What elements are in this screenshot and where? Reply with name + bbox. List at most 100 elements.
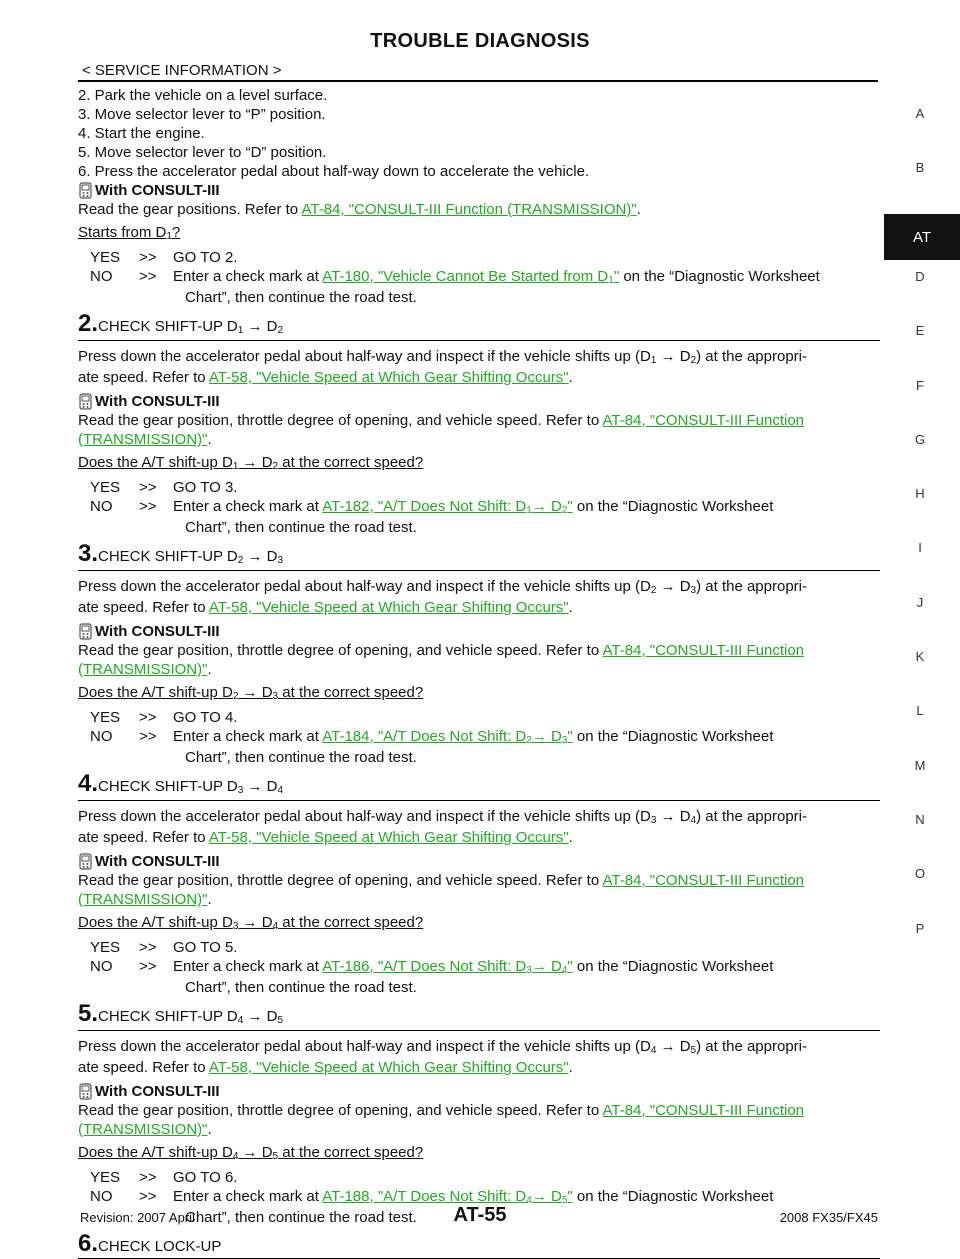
consult-heading: With CONSULT-III xyxy=(78,852,880,871)
check-question: Does the A/T shift-up D4 → D5 at the cor… xyxy=(78,1144,424,1162)
worksheet-link[interactable]: AT-188, "A/T Does Not Shift: D4→ D5" xyxy=(322,1188,573,1206)
consult-function-link[interactable]: (TRANSMISSION)" xyxy=(78,1121,208,1138)
answers: YES>>GO TO 4. NO>> Enter a check mark at… xyxy=(90,708,880,767)
worksheet-link[interactable]: AT-184, "A/T Does Not Shift: D2→ D3" xyxy=(322,728,573,746)
consult-function-link[interactable]: AT-84, "CONSULT-III Function xyxy=(602,872,805,889)
gear-speed-link[interactable]: AT-58, "Vehicle Speed at Which Gear Shif… xyxy=(208,829,569,846)
answer-yes: YES>>GO TO 6. xyxy=(90,1169,238,1186)
check-step: 2.CHECK SHIFT-UP D1 → D2 Press down the … xyxy=(78,312,880,537)
worksheet-link[interactable]: AT-186, "A/T Does Not Shift: D3→ D4" xyxy=(322,958,573,976)
read-instruction: Read the gear position, throttle degree … xyxy=(78,642,805,659)
answer-yes: YES>>GO TO 2. xyxy=(90,249,238,266)
section-index-letter: A xyxy=(915,106,925,121)
answer-no: NO>> Enter a check mark at AT-182, "A/T … xyxy=(90,498,774,516)
answers: YES>>GO TO 6. NO>> Enter a check mark at… xyxy=(90,1168,880,1227)
page-number: AT-55 xyxy=(453,1204,507,1226)
consult-tool-icon xyxy=(79,623,92,640)
intro-steps: 2. Park the vehicle on a level surface. … xyxy=(78,86,880,181)
consult-function-link[interactable]: AT-84, "CONSULT-III Function xyxy=(602,642,805,659)
section-index-letter: B xyxy=(915,160,925,176)
consult-function-link[interactable]: AT-84, "CONSULT-III Function xyxy=(602,1102,805,1119)
answers: YES>>GO TO 2. NO>> Enter a check mark at… xyxy=(90,248,880,307)
check-step: 3.CHECK SHIFT-UP D2 → D3 Press down the … xyxy=(78,542,880,767)
consult-tool-icon xyxy=(79,393,92,410)
read-instruction: Read the gear position, throttle degree … xyxy=(78,412,805,429)
page-title: TROUBLE DIAGNOSIS xyxy=(370,30,590,52)
consult-function-link[interactable]: AT-84, "CONSULT-III Function xyxy=(602,412,805,429)
step-heading: 5.CHECK SHIFT-UP D4 → D5 xyxy=(78,1002,880,1031)
consult-heading: With CONSULT-III xyxy=(78,392,880,411)
consult-heading: With CONSULT-III xyxy=(78,1082,880,1101)
section-index-letter: G xyxy=(914,431,926,447)
step-instruction: Press down the accelerator pedal about h… xyxy=(78,578,807,596)
step-instruction: Press down the accelerator pedal about h… xyxy=(78,808,807,826)
gear-speed-link[interactable]: AT-58, "Vehicle Speed at Which Gear Shif… xyxy=(208,369,569,386)
revision-date: Revision: 2007 April xyxy=(80,1210,195,1225)
answer-no: NO>> Enter a check mark at AT-186, "A/T … xyxy=(90,958,774,976)
section-index-letter: F xyxy=(916,377,924,393)
worksheet-link[interactable]: AT-180, "Vehicle Cannot Be Started from … xyxy=(322,268,620,286)
consult-heading: With CONSULT-III xyxy=(78,181,880,200)
section-index-letter: J xyxy=(916,594,924,610)
answers: YES>>GO TO 5. NO>> Enter a check mark at… xyxy=(90,938,880,997)
check-question: Does the A/T shift-up D1 → D2 at the cor… xyxy=(78,454,424,472)
intro-step: 6. Press the accelerator pedal about hal… xyxy=(78,163,590,180)
read-instruction: Read the gear positions. Refer to AT-84,… xyxy=(78,201,641,218)
answer-no: NO>> Enter a check mark at AT-180, "Vehi… xyxy=(90,268,820,286)
check-question: Does the A/T shift-up D2 → D3 at the cor… xyxy=(78,684,424,702)
section-index-letter: O xyxy=(914,866,926,882)
step-heading-6: 6.CHECK LOCK-UP xyxy=(78,1232,880,1259)
header-divider xyxy=(78,80,878,82)
step-heading: 3.CHECK SHIFT-UP D2 → D3 xyxy=(78,542,880,571)
section-index-letter: I xyxy=(918,540,922,556)
section-index-letter: N xyxy=(915,811,925,827)
section-label: < SERVICE INFORMATION > xyxy=(82,62,282,79)
gear-speed-link[interactable]: AT-58, "Vehicle Speed at Which Gear Shif… xyxy=(208,599,569,616)
check-steps: 2.CHECK SHIFT-UP D1 → D2 Press down the … xyxy=(78,312,880,1227)
model-name: 2008 FX35/FX45 xyxy=(779,1210,878,1225)
consult-label: With CONSULT-III xyxy=(95,1083,220,1100)
intro-step: 2. Park the vehicle on a level surface. xyxy=(78,87,328,104)
step-instruction: Press down the accelerator pedal about h… xyxy=(78,348,807,366)
consult-heading: With CONSULT-III xyxy=(78,622,880,641)
check-step: 5.CHECK SHIFT-UP D4 → D5 Press down the … xyxy=(78,1002,880,1227)
consult-function-link[interactable]: (TRANSMISSION)" xyxy=(78,431,208,448)
section-index-letter: H xyxy=(915,486,925,502)
answer-yes: YES>>GO TO 4. xyxy=(90,709,238,726)
answer-no: NO>> Enter a check mark at AT-184, "A/T … xyxy=(90,728,774,746)
section-index-letter: K xyxy=(915,649,925,664)
answers: YES>>GO TO 3. NO>> Enter a check mark at… xyxy=(90,478,880,537)
section-index-letter: P xyxy=(915,920,925,936)
intro-step: 4. Start the engine. xyxy=(78,125,205,142)
read-instruction: Read the gear position, throttle degree … xyxy=(78,1102,805,1119)
answer-yes: YES>>GO TO 3. xyxy=(90,479,238,496)
check-question: Does the A/T shift-up D3 → D4 at the cor… xyxy=(78,914,424,932)
worksheet-link[interactable]: AT-182, "A/T Does Not Shift: D1→ D2" xyxy=(322,498,573,516)
check-question: Starts from D1? xyxy=(78,224,181,242)
read-instruction: Read the gear position, throttle degree … xyxy=(78,872,805,889)
consult-label: With CONSULT-III xyxy=(95,393,220,410)
consult-function-link[interactable]: AT-84, "CONSULT-III Function (TRANSMISSI… xyxy=(301,201,637,218)
answer-yes: YES>>GO TO 5. xyxy=(90,939,238,956)
consult-function-link[interactable]: (TRANSMISSION)" xyxy=(78,661,208,678)
intro-step: 5. Move selector lever to “D” position. xyxy=(78,144,327,161)
section-index-letter: L xyxy=(916,703,924,719)
consult-label: With CONSULT-III xyxy=(95,623,220,640)
consult-tool-icon xyxy=(79,853,92,870)
consult-label: With CONSULT-III xyxy=(95,182,220,199)
answer-no: NO>> Enter a check mark at AT-188, "A/T … xyxy=(90,1188,774,1206)
step-heading: 2.CHECK SHIFT-UP D1 → D2 xyxy=(78,312,880,341)
section-index-letter: M xyxy=(914,757,926,773)
check-step: 4.CHECK SHIFT-UP D3 → D4 Press down the … xyxy=(78,772,880,997)
section-index-active: AT xyxy=(884,214,960,260)
intro-step: 3. Move selector lever to “P” position. xyxy=(78,106,326,123)
consult-tool-icon xyxy=(79,1083,92,1100)
consult-function-link[interactable]: (TRANSMISSION)" xyxy=(78,891,208,908)
main-content: 2. Park the vehicle on a level surface. … xyxy=(78,86,880,1259)
section-index-letter: D xyxy=(915,268,925,284)
consult-tool-icon xyxy=(79,182,92,199)
gear-speed-link[interactable]: AT-58, "Vehicle Speed at Which Gear Shif… xyxy=(208,1059,569,1076)
step-heading: 4.CHECK SHIFT-UP D3 → D4 xyxy=(78,772,880,801)
step-instruction: Press down the accelerator pedal about h… xyxy=(78,1038,807,1056)
section-index-letter: E xyxy=(915,323,925,339)
